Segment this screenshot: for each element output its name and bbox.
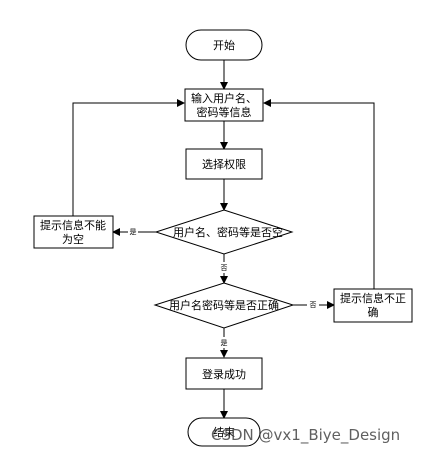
edge-label-correct-no: 否 [310,301,317,309]
edge-label-bg-correct-no [307,299,319,309]
empty-check-decision-shape [154,209,294,255]
edge-label-bg-empty-yes [128,226,138,236]
end-node: 结束 [187,417,261,447]
login-success-node: 登录成功 [185,357,263,390]
select-role-label: 选择权限 [202,157,246,171]
empty-check-label: 用户名、密码等是否空 [173,225,283,239]
end-label: 结束 [213,426,235,439]
correct-check-node: 用户名密码等是否正确 [153,282,295,329]
end-terminal-shape [187,417,261,447]
error-empty-node: 提示信息不能 为空 [33,215,114,249]
login-success-label: 登录成功 [202,367,246,381]
edge-incorrect-error-loop [263,99,375,289]
select-role-node: 选择权限 [185,148,263,180]
correct-check-label: 用户名密码等是否正确 [169,298,279,312]
edge-label-empty-no: 否 [221,264,228,272]
empty-check-node: 用户名、密码等是否空 [154,209,294,255]
edge-label-correct-yes: 是 [221,339,228,347]
error-incorrect-label-line2: 确 [368,306,379,319]
edge-empty-error-loop [72,99,185,216]
login-success-process-shape [185,357,263,390]
input-node: 输入用户名、 密码等信息 [184,88,264,122]
edge-label-bg-empty-no [218,262,230,273]
correct-check-decision-shape [153,282,295,329]
start-terminal-shape [185,29,263,61]
error-incorrect-process-shape [333,288,413,323]
error-incorrect-label-line1: 提示信息不正 [340,291,406,305]
edge-label-empty-yes: 是 [130,228,137,236]
start-node: 开始 [185,29,263,61]
error-empty-label-line2: 为空 [62,232,84,246]
error-empty-process-shape [33,215,114,249]
input-label-line2: 密码等信息 [197,105,252,119]
select-role-process-shape [185,148,263,180]
error-incorrect-node: 提示信息不正 确 [333,288,413,323]
edge-label-bg-correct-yes [218,337,230,348]
error-empty-label-line1: 提示信息不能 [40,218,106,232]
input-process-shape [184,88,264,122]
start-label: 开始 [213,38,235,52]
input-label-line1: 输入用户名、 [191,91,257,105]
watermark: CSDN @vx1_Biye_Design [211,426,400,445]
